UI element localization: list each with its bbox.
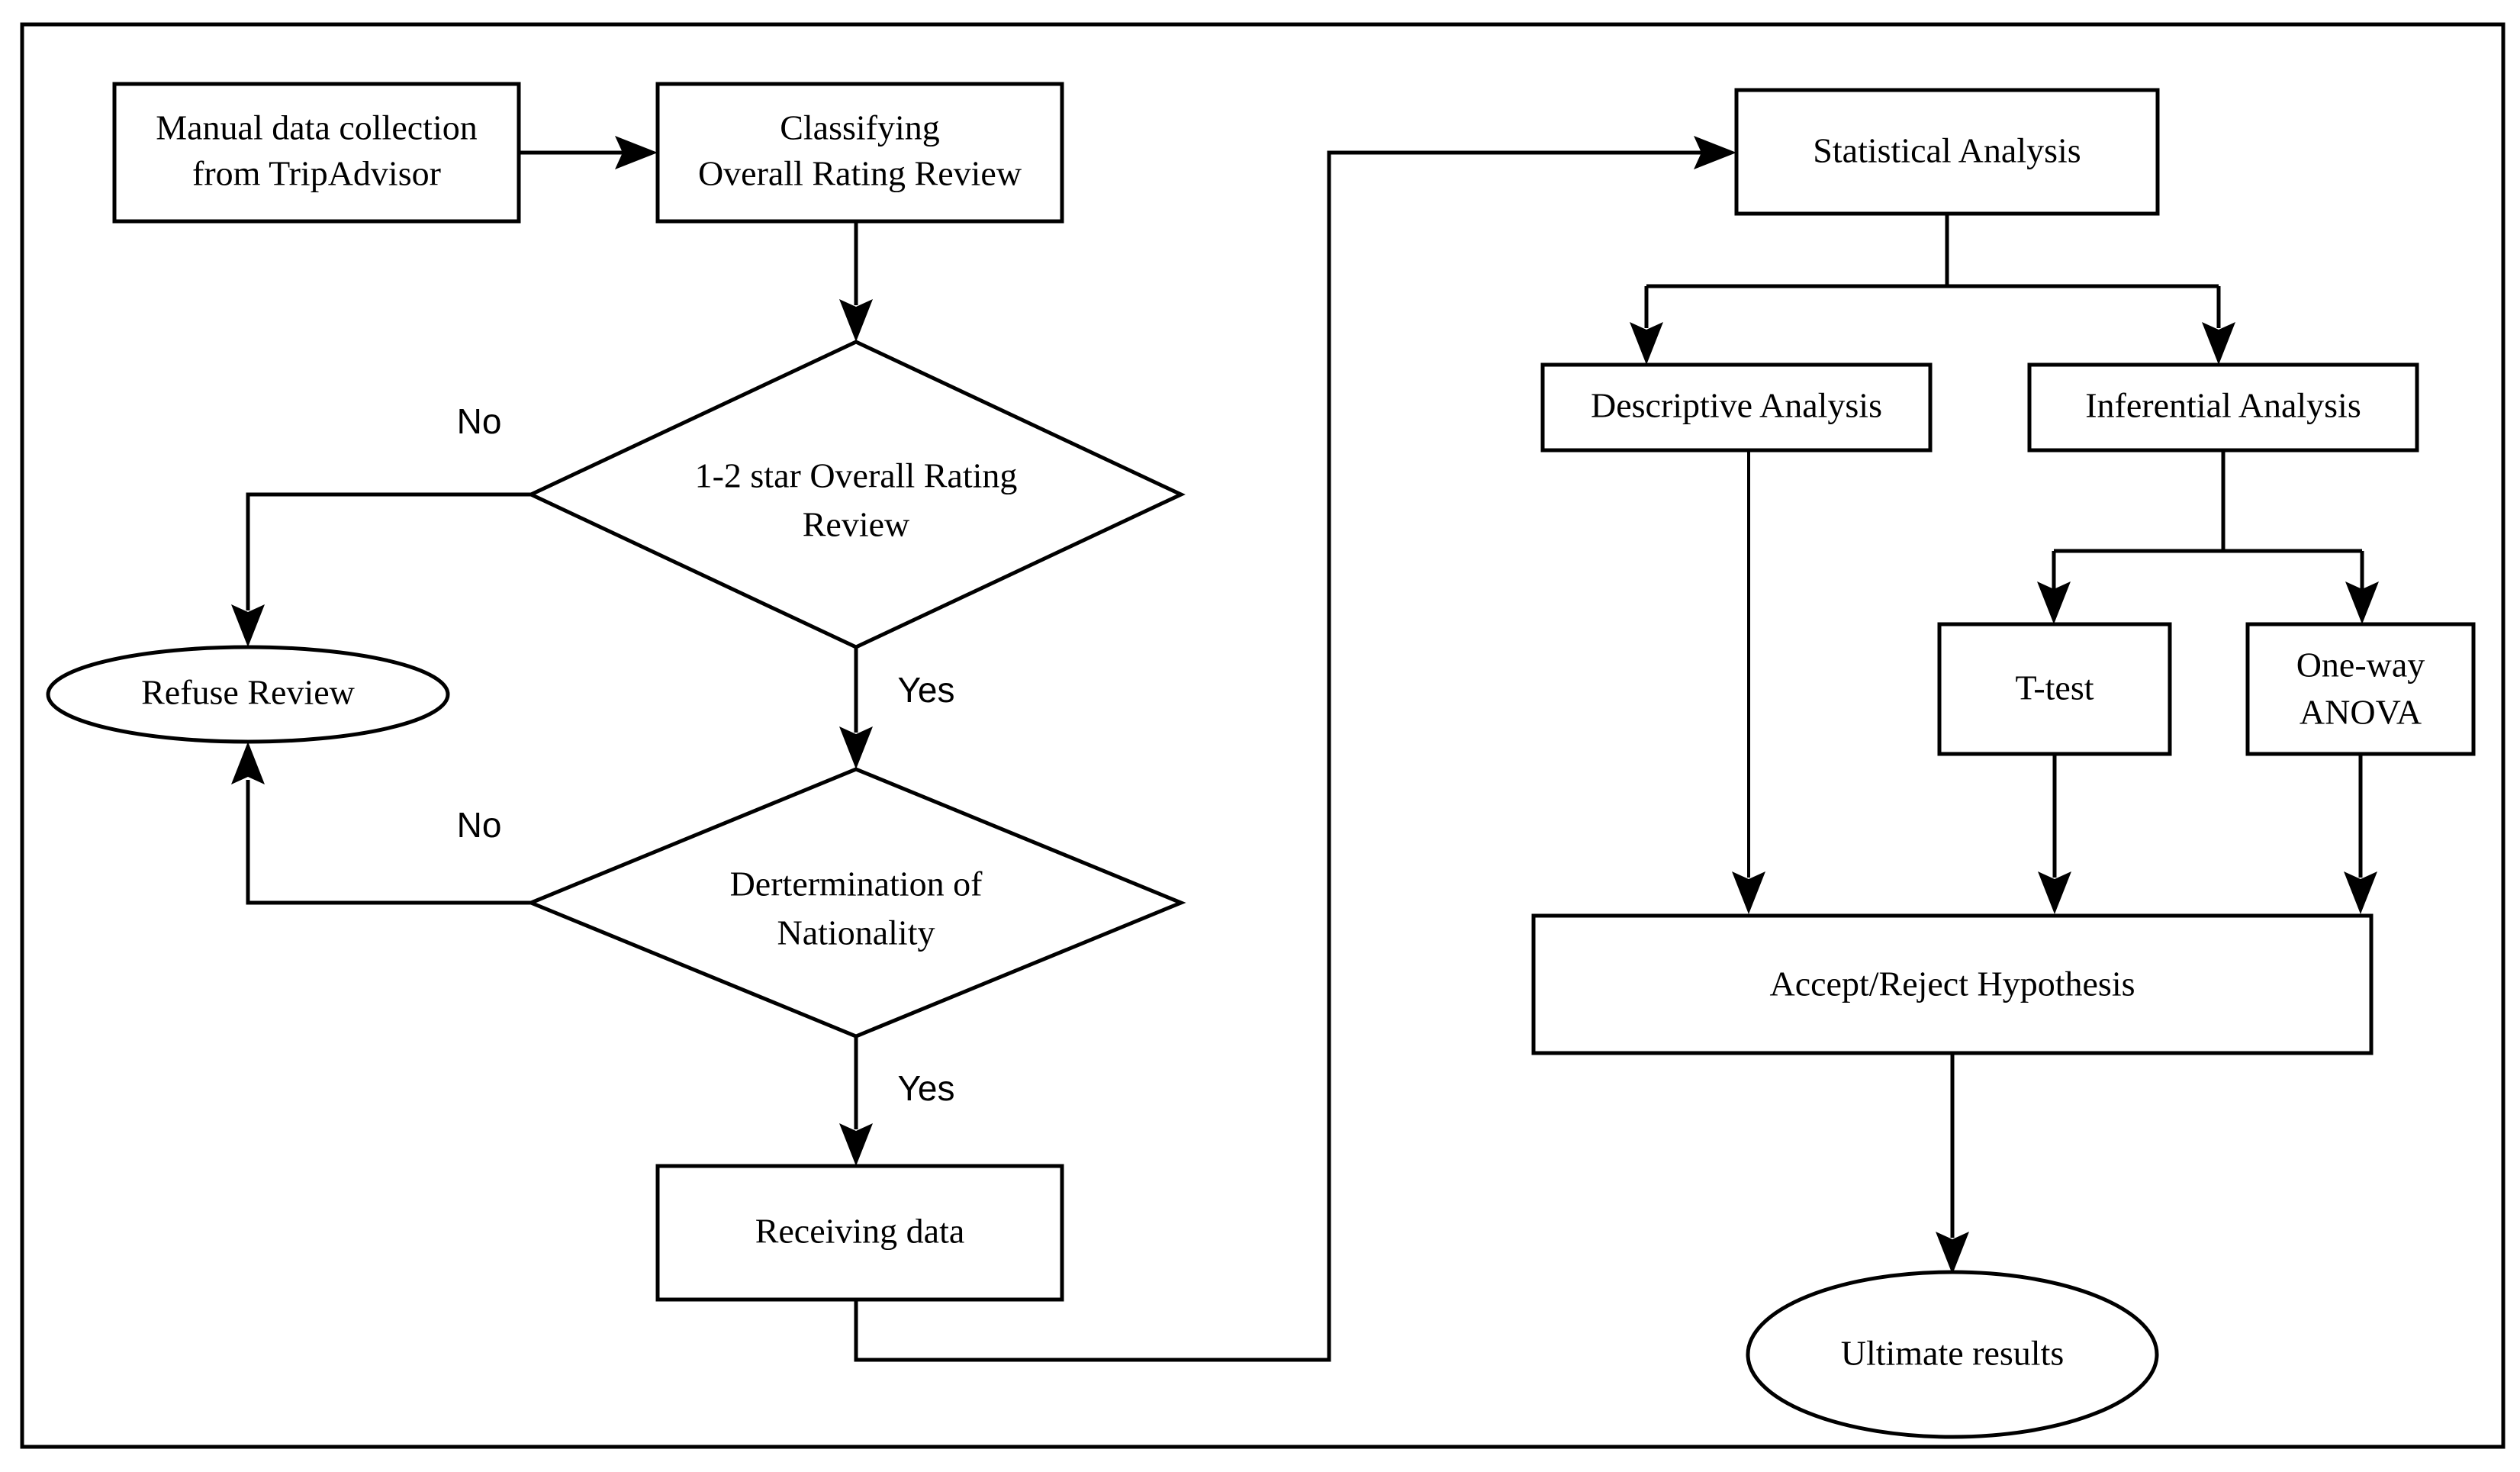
node-accept-reject-hypothesis: Accept/Reject Hypothesis	[1531, 913, 2374, 1055]
arrowhead-to-t-test	[2037, 581, 2071, 624]
manual-data-collection-line2: from TripAdvisor	[192, 154, 441, 193]
edge-accept-reject-to-ultimate-results	[1936, 1053, 1969, 1274]
edge-t-test-to-accept-reject	[2038, 754, 2071, 914]
edge-manual-to-classifying	[519, 136, 658, 169]
arrowhead-classifying-to-star-decision	[839, 299, 873, 342]
edge-star-decision-yes: Yes	[839, 647, 955, 769]
node-classifying-overall-rating-review: Classifying Overall Rating Review	[655, 82, 1064, 224]
arrowhead-to-statistical-analysis	[1694, 136, 1736, 169]
edge-statistical-fork	[1630, 214, 2235, 365]
node-inferential-analysis: Inferential Analysis	[2027, 362, 2419, 453]
arrowhead-to-descriptive-analysis	[1630, 322, 1663, 365]
node-descriptive-analysis: Descriptive Analysis	[1540, 362, 1933, 453]
diagram-border	[20, 22, 2506, 1449]
node-receiving-data: Receiving data	[655, 1164, 1064, 1302]
arrowhead-nationality-no	[231, 742, 265, 784]
arrowhead-star-decision-no	[231, 604, 265, 647]
arrowhead-nationality-yes	[839, 1123, 873, 1166]
arrowhead-to-inferential-analysis	[2202, 322, 2235, 365]
receiving-data-label: Receiving data	[755, 1212, 965, 1251]
one-way-anova-box	[2245, 622, 2476, 756]
node-ultimate-results: Ultimate results	[1746, 1270, 2159, 1439]
node-one-way-anova: One-way ANOVA	[2245, 622, 2476, 756]
descriptive-analysis-box	[1540, 362, 1933, 453]
edge-descriptive-to-accept-reject	[1732, 450, 1765, 914]
node-t-test: T-test	[1937, 622, 2172, 756]
arrowhead-t-test-to-accept-reject	[2038, 871, 2071, 914]
manual-data-collection-box	[112, 82, 521, 224]
inferential-analysis-box	[2027, 362, 2419, 453]
descriptive-analysis-label: Descriptive Analysis	[1591, 386, 1882, 425]
one-way-anova-line2: ANOVA	[2300, 693, 2422, 732]
arrowhead-anova-to-accept-reject	[2344, 871, 2377, 914]
one-way-anova-line1: One-way	[2296, 646, 2425, 684]
edge-label-nationality-yes: Yes	[897, 1068, 954, 1108]
statistical-analysis-label: Statistical Analysis	[1813, 131, 2081, 170]
t-test-box	[1937, 622, 2172, 756]
nationality-line2: Nationality	[777, 913, 935, 952]
arrowhead-to-one-way-anova	[2345, 581, 2379, 624]
nationality-line1: Dertermination of	[730, 865, 983, 903]
ultimate-results-ellipse	[1746, 1270, 2159, 1439]
edge-label-nationality-no: No	[457, 805, 502, 845]
edge-nationality-yes: Yes	[839, 1036, 955, 1166]
manual-data-collection-line1: Manual data collection	[156, 108, 478, 147]
edge-receiving-data-to-statistical-analysis	[854, 136, 1736, 1362]
arrowhead-manual-to-classifying	[615, 136, 658, 169]
t-test-label: T-test	[2015, 668, 2094, 707]
edge-label-star-yes: Yes	[897, 670, 954, 710]
classifying-line2: Overall Rating Review	[698, 154, 1022, 193]
node-statistical-analysis: Statistical Analysis	[1734, 88, 2160, 216]
accept-reject-box	[1531, 913, 2374, 1055]
edge-classifying-to-star-decision	[839, 221, 873, 342]
edge-star-decision-no: No	[231, 401, 531, 647]
star-rating-line1: 1-2 star Overall Rating	[695, 456, 1018, 495]
arrowhead-star-decision-yes	[839, 726, 873, 769]
star-rating-line2: Review	[803, 505, 910, 544]
node-refuse-review: Refuse Review	[46, 645, 450, 744]
ultimate-results-label: Ultimate results	[1841, 1334, 2065, 1373]
edge-label-star-no: No	[457, 401, 502, 441]
edge-inferential-fork	[2037, 450, 2379, 624]
node-decision-star-rating: 1-2 star Overall Rating Review	[526, 340, 1186, 649]
arrowhead-to-ultimate-results	[1936, 1232, 1969, 1274]
classifying-box	[655, 82, 1064, 224]
node-manual-data-collection: Manual data collection from TripAdvisor	[112, 82, 521, 224]
node-decision-nationality: Dertermination of Nationality	[526, 767, 1186, 1039]
inferential-analysis-label: Inferential Analysis	[2085, 386, 2361, 425]
arrowhead-descriptive-to-accept-reject	[1732, 871, 1765, 914]
refuse-review-label: Refuse Review	[141, 673, 356, 712]
accept-reject-label: Accept/Reject Hypothesis	[1769, 965, 2135, 1003]
statistical-analysis-box	[1734, 88, 2160, 216]
edge-nationality-no: No	[231, 742, 531, 905]
edge-anova-to-accept-reject	[2344, 754, 2377, 914]
classifying-line1: Classifying	[780, 108, 940, 147]
receiving-data-box	[655, 1164, 1064, 1302]
